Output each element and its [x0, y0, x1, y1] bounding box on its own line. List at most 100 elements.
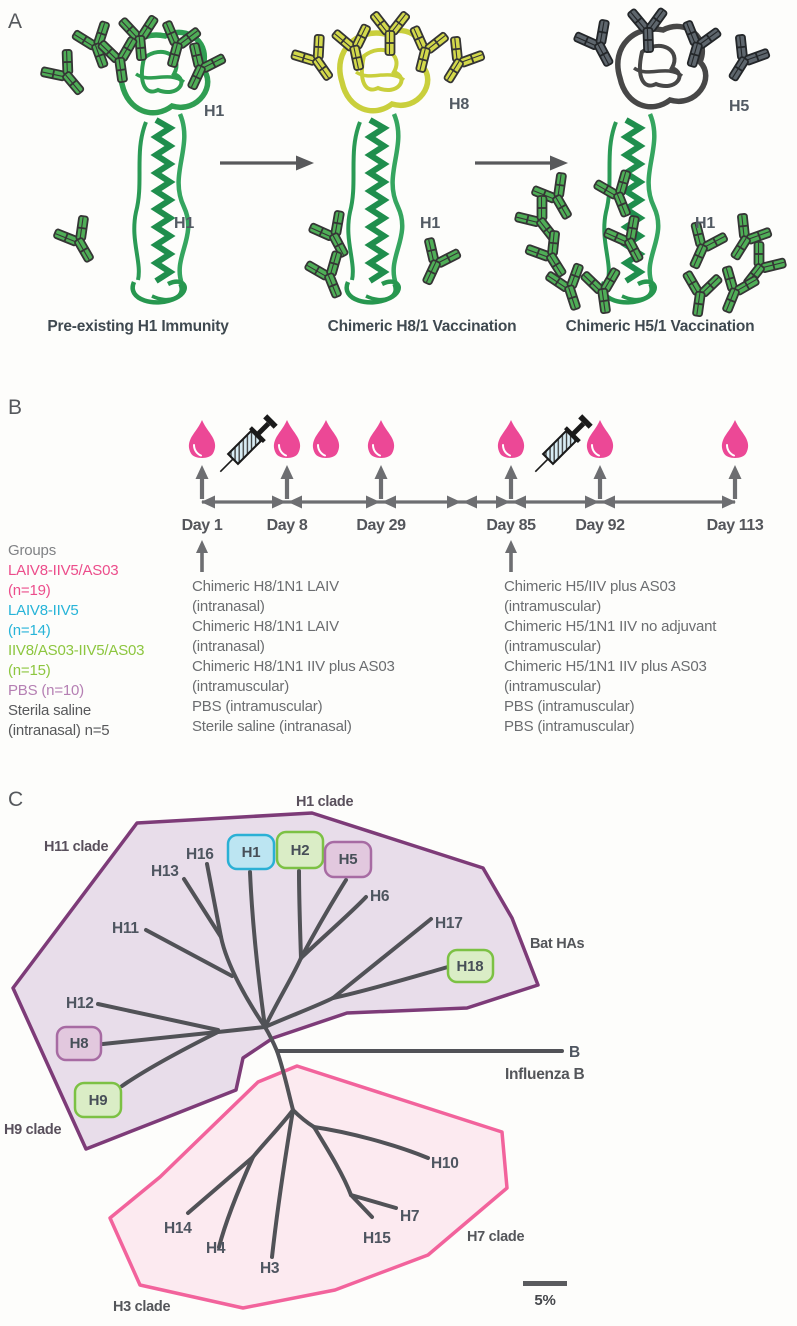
blood-drop-icon	[720, 419, 750, 459]
boxed-subtype-h5: H5	[323, 840, 373, 879]
treatment-line: (intramuscular)	[504, 638, 602, 655]
tree-branches-upper	[96, 862, 564, 1112]
head-label: H8	[449, 96, 469, 113]
boxed-subtype-h1: H1	[226, 833, 276, 871]
ha-stem-h1	[133, 114, 189, 302]
blood-drop-icon	[187, 419, 217, 459]
clade-label-h1: H1 clade	[296, 794, 353, 810]
tip-label-h3: H3	[260, 1260, 280, 1277]
blood-drop-icon	[311, 419, 341, 459]
blood-drop-icon	[496, 419, 526, 459]
group-label: LAIV8-IIV5	[8, 602, 79, 619]
treatment-line: PBS (intramuscular)	[504, 718, 635, 735]
treatment-line: (intranasal)	[192, 638, 265, 655]
group-label: (intranasal) n=5	[8, 722, 110, 739]
svg-text:H18: H18	[457, 958, 484, 975]
group-label: LAIV8-IIV5/AS03	[8, 562, 119, 579]
tip-label-h14: H14	[164, 1220, 192, 1237]
sample-arrows	[196, 465, 742, 499]
ha-stem-h1	[347, 114, 403, 302]
tip-label-b: B	[569, 1044, 580, 1061]
groups-legend: Groups LAIV8-IIV5/AS03 (n=19) LAIV8-IIV5…	[8, 541, 144, 741]
arrow-right-icon	[475, 155, 568, 171]
clade-label-h9: H9 clade	[4, 1122, 61, 1138]
panel-c-label: C	[8, 788, 24, 811]
ha-structure-h8-1: H8 H1	[286, 10, 489, 304]
syringe-icon	[213, 413, 279, 479]
day-label: Day 113	[707, 517, 764, 534]
tip-label-h6: H6	[370, 888, 390, 905]
stem-label: H1	[174, 215, 194, 232]
tip-label-h15: H15	[363, 1230, 391, 1247]
tip-label-h12: H12	[66, 995, 94, 1012]
antibodies-anti-h1-head	[36, 13, 230, 107]
treatment-line: Sterile saline (intranasal)	[192, 718, 352, 735]
tip-label-h13: H13	[151, 863, 179, 880]
tip-label-h7: H7	[400, 1208, 419, 1225]
panel-b-label: B	[8, 396, 23, 419]
day-label: Day 85	[486, 517, 536, 534]
clade-label-h3: H3 clade	[113, 1299, 170, 1315]
study-timeline: Day 1 Day 8 Day 29 Day 85 Day 92 Day 113	[182, 395, 764, 572]
arrow-right-icon	[220, 155, 314, 171]
tree-branches-lower	[186, 1108, 430, 1259]
blood-drop-icon	[366, 419, 396, 459]
day-label: Day 29	[356, 517, 406, 534]
treatment-line: (intramuscular)	[504, 678, 602, 695]
day-label: Day 92	[575, 517, 625, 534]
treatment-line: Chimeric H5/IIV plus AS03	[504, 578, 676, 595]
panel-a-label: A	[8, 10, 23, 33]
structure-caption: Chimeric H5/1 Vaccination	[565, 318, 755, 335]
day-label: Day 1	[182, 517, 223, 534]
antibody-anti-h1-stem	[49, 211, 109, 272]
clade-label-h11: H11 clade	[44, 839, 108, 855]
treatment-line: PBS (intramuscular)	[504, 698, 635, 715]
day85-treatments: Chimeric H5/IIV plus AS03 (intramuscular…	[504, 577, 716, 737]
antibodies-anti-h8-head	[286, 10, 489, 93]
groups-title: Groups	[8, 542, 56, 559]
boxed-subtype-h9: H9	[73, 1081, 123, 1119]
treatment-line: (intramuscular)	[192, 678, 290, 695]
tip-label-h16: H16	[186, 846, 214, 863]
tip-label-h11: H11	[112, 920, 139, 937]
head-label: H5	[729, 98, 749, 115]
head-label: H1	[204, 103, 224, 120]
boxed-subtype-h2: H2	[275, 830, 325, 870]
clade-label-h7: H7 clade	[467, 1229, 524, 1245]
group-label: (n=14)	[8, 622, 51, 639]
panel-a-illustration: H1 H1 H8 H1	[36, 6, 791, 320]
svg-text:H8: H8	[70, 1035, 89, 1052]
stem-label: H1	[420, 215, 440, 232]
antibodies-anti-h5-head	[570, 6, 774, 91]
day1-treatments: Chimeric H8/1N1 LAIV (intranasal) Chimer…	[192, 577, 395, 737]
treatment-annotation-arrows	[196, 540, 517, 572]
structure-caption: Chimeric H8/1 Vaccination	[327, 318, 517, 335]
tip-label-h10: H10	[431, 1155, 459, 1172]
treatment-line: Chimeric H5/1N1 IIV plus AS03	[504, 658, 707, 675]
treatment-line: Chimeric H5/1N1 IIV no adjuvant	[504, 618, 717, 635]
ha-structure-h5-1: H5 H1	[510, 6, 791, 320]
syringe-icon	[528, 413, 594, 479]
group-label: (n=15)	[8, 662, 51, 679]
blood-drop-icon	[272, 419, 302, 459]
group2-clade-polygon	[108, 1064, 509, 1310]
treatment-line: Chimeric H8/1N1 LAIV	[192, 578, 339, 595]
treatment-line: PBS (intramuscular)	[192, 698, 323, 715]
timeline-axis	[201, 495, 736, 509]
boxed-subtype-h18: H18	[446, 948, 495, 984]
tip-label-h17: H17	[435, 915, 463, 932]
clade-label-bat: Bat HAs	[530, 936, 585, 952]
svg-text:H9: H9	[89, 1092, 108, 1109]
scale-bar: 5%	[523, 1281, 567, 1309]
stem-label: H1	[695, 215, 715, 232]
treatment-line: Chimeric H8/1N1 LAIV	[192, 618, 339, 635]
ha-structure-h1: H1 H1	[36, 13, 230, 302]
day-label: Day 8	[267, 517, 308, 534]
structure-caption: Pre-existing H1 Immunity	[47, 318, 229, 335]
group-label: (n=19)	[8, 582, 51, 599]
influenza-b-label: Influenza B	[505, 1066, 584, 1083]
svg-text:H2: H2	[291, 842, 310, 859]
scale-bar-label: 5%	[534, 1292, 555, 1309]
group-label: Sterila saline	[8, 702, 92, 719]
group-label: PBS (n=10)	[8, 682, 84, 699]
